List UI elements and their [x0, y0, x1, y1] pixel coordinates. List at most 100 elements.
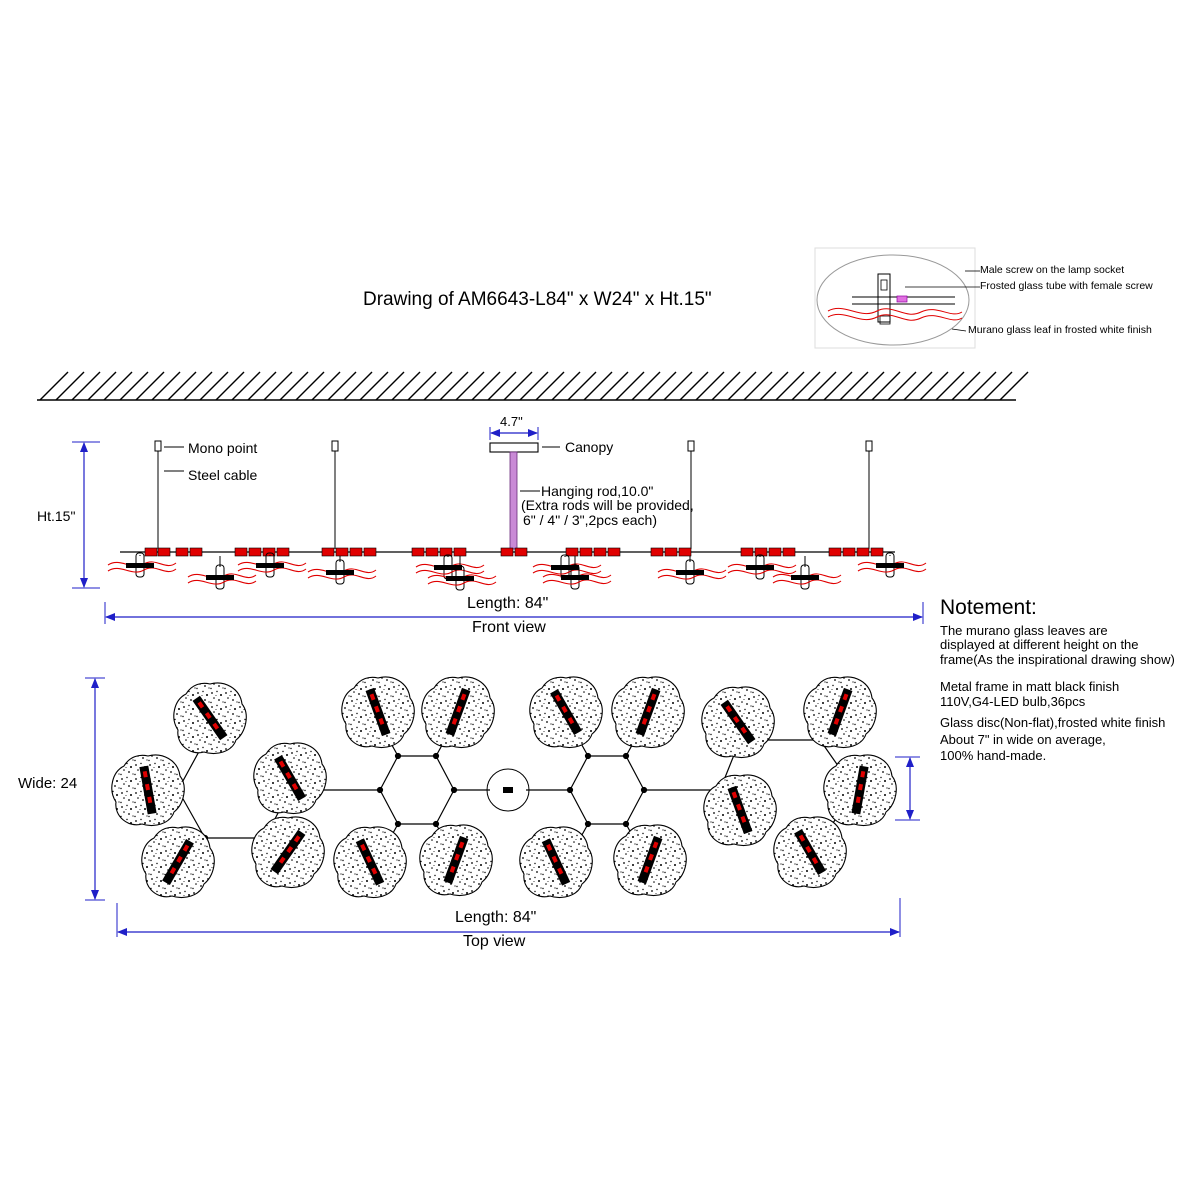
front-leaf-fixture-12 [857, 552, 927, 578]
top-glass-leaf-9 [419, 824, 493, 897]
hanging-rod [509, 451, 518, 550]
note-line-8: 100% hand-made. [940, 748, 1047, 763]
front-glass-block-22 [607, 547, 621, 557]
top-glass-leaf-6 [341, 676, 415, 749]
detail-frosted-tube-label: Frosted glass tube with female screw [980, 280, 1153, 292]
front-view-caption: Front view [472, 619, 546, 636]
front-glass-block-6 [248, 547, 262, 557]
front-glass-block-1 [144, 547, 158, 557]
notes-heading: Notement: [940, 596, 1037, 619]
top-length-label: Length: 84" [455, 909, 537, 926]
front-leaf-fixture-7 [532, 554, 602, 580]
front-glass-block-31 [842, 547, 856, 557]
drawing-title: Drawing of AM6643-L84" x W24" x Ht.15" [363, 289, 712, 310]
front-glass-block-15 [439, 547, 453, 557]
front-glass-block-9 [321, 547, 335, 557]
note-line-4: Metal frame in matt black finish [940, 679, 1120, 694]
front-glass-block-12 [363, 547, 377, 557]
top-glass-leaf-7 [421, 676, 495, 749]
hanging-rod-note-2: 6" / 4" / 3",2pcs each) [523, 512, 657, 528]
canopy-label: Canopy [565, 439, 614, 455]
front-length-label: Length: 84" [467, 595, 549, 612]
note-line-5: 110V,G4-LED bulb,36pcs [940, 694, 1086, 709]
front-glass-block-10 [335, 547, 349, 557]
center-canopy-top [486, 768, 530, 812]
ceiling-hatch [37, 371, 1029, 401]
canopy-width-label: 4.7" [500, 414, 523, 429]
note-line-2: displayed at different height on the [940, 637, 1139, 652]
front-glass-block-33 [870, 547, 884, 557]
front-leaf-fixture-9 [657, 556, 727, 585]
front-leaf-fixture-1 [107, 552, 177, 578]
front-glass-block-19 [565, 547, 579, 557]
front-leaf-fixture-2 [187, 556, 257, 590]
top-glass-leaf-10 [529, 676, 603, 749]
front-glass-block-21 [593, 547, 607, 557]
front-glass-block-23 [650, 547, 664, 557]
mono-point-cable-3 [687, 440, 695, 549]
front-glass-block-14 [425, 547, 439, 557]
top-glass-leaf-15 [803, 676, 877, 749]
socket-detail-inset [814, 247, 980, 349]
front-glass-block-24 [664, 547, 678, 557]
note-line-1: The murano glass leaves are [940, 623, 1108, 638]
top-glass-leaf-2 [111, 754, 185, 827]
front-glass-block-30 [828, 547, 842, 557]
front-glass-block-29 [782, 547, 796, 557]
front-leaf-fixture-10 [727, 554, 797, 580]
top-glass-leaf-18 [773, 816, 847, 889]
top-view-caption: Top view [463, 933, 526, 950]
mono-point-cable-4 [865, 440, 873, 549]
top-glass-leaf-5 [251, 816, 325, 889]
steel-cable-label: Steel cable [188, 467, 258, 483]
front-glass-block-25 [678, 547, 692, 557]
front-glass-block-11 [349, 547, 363, 557]
front-glass-block-7 [262, 547, 276, 557]
top-glass-leaf-12 [519, 826, 593, 899]
front-leaf-fixture-8 [542, 556, 612, 590]
front-leaf-fixture-11 [772, 556, 842, 590]
top-glass-leaf-17 [823, 754, 897, 827]
front-glass-block-5 [234, 547, 248, 557]
front-glass-block-20 [579, 547, 593, 557]
canopy [489, 442, 539, 453]
front-glass-block-2 [157, 547, 171, 557]
detail-leaf-label: Murano glass leaf in frosted white finis… [968, 324, 1152, 336]
front-glass-block-17 [500, 547, 514, 557]
note-line-7: About 7" in wide on average, [940, 732, 1106, 747]
top-glass-leaf-16 [703, 774, 777, 847]
front-glass-block-27 [754, 547, 768, 557]
hanging-rod-note-1: (Extra rods will be provided, [521, 497, 694, 513]
front-glass-block-4 [189, 547, 203, 557]
mono-point-cable-1 [154, 440, 162, 549]
wide-label: Wide: 24 [18, 775, 78, 792]
mono-point-label: Mono point [188, 440, 258, 456]
front-glass-block-26 [740, 547, 754, 557]
top-glass-leaf-11 [611, 676, 685, 749]
front-glass-block-3 [175, 547, 189, 557]
detail-male-screw-label: Male screw on the lamp socket [980, 264, 1125, 276]
front-glass-block-13 [411, 547, 425, 557]
front-leaf-fixture-3 [237, 552, 307, 578]
top-view [85, 676, 920, 937]
front-glass-block-28 [768, 547, 782, 557]
front-glass-block-18 [514, 547, 528, 557]
front-leaf-fixture-6 [427, 556, 497, 591]
front-leaf-fixture-4 [307, 556, 377, 585]
note-line-6: Glass disc(Non-flat),frosted white finis… [940, 715, 1166, 730]
front-view [72, 427, 927, 624]
note-line-3: frame(As the inspirational drawing show) [940, 652, 1175, 667]
mono-point-cable-2 [331, 440, 339, 549]
top-glass-leaf-13 [613, 824, 687, 897]
height-label: Ht.15" [37, 508, 76, 524]
front-glass-block-16 [453, 547, 467, 557]
hanging-rod-label: Hanging rod,10.0" [541, 483, 654, 499]
top-glass-leaf-8 [333, 826, 407, 899]
top-glass-leaf-4 [253, 742, 327, 815]
top-glass-leaf-3 [141, 826, 215, 899]
front-glass-block-32 [856, 547, 870, 557]
top-glass-leaf-1 [173, 682, 247, 755]
top-glass-leaf-14 [701, 686, 775, 759]
front-glass-block-8 [276, 547, 290, 557]
